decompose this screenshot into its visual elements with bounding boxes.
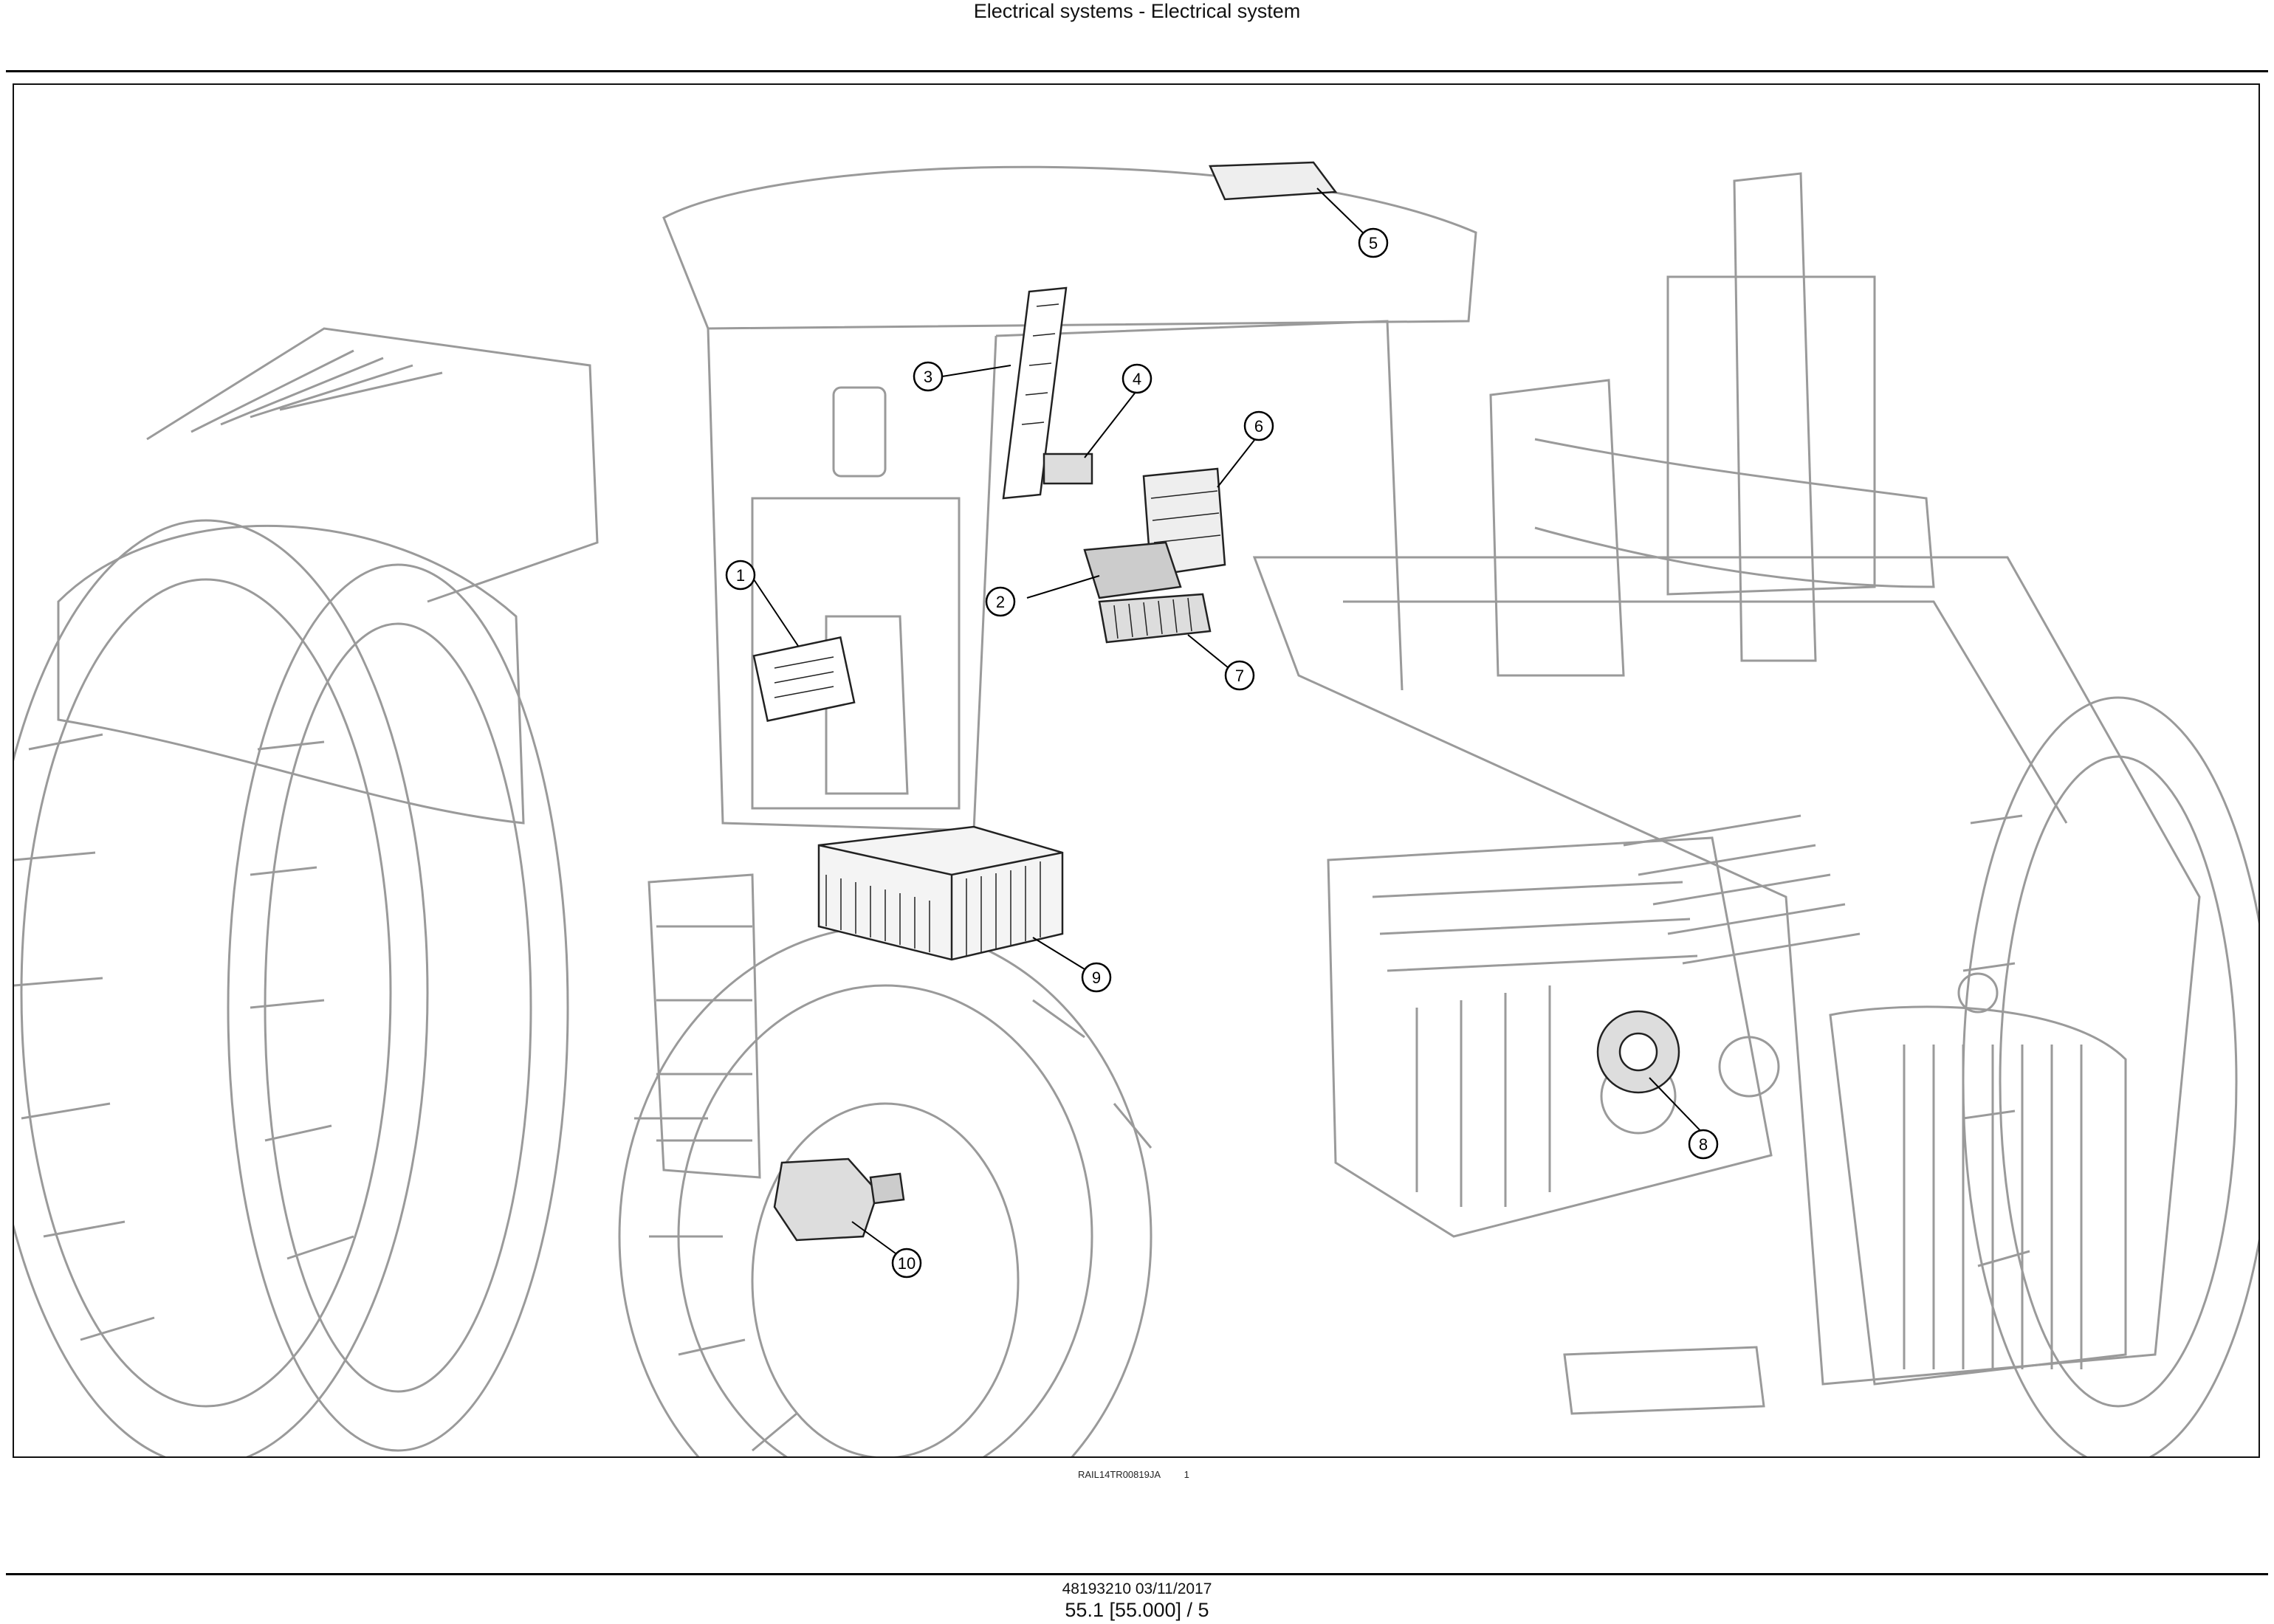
footer-rule <box>6 1573 2268 1575</box>
left-fender <box>57 525 525 825</box>
callout-circle <box>891 1248 922 1279</box>
callout-circle <box>1243 410 1274 441</box>
callout-circle <box>1121 363 1153 394</box>
front-tire-right <box>1962 696 2258 1456</box>
left-tire-outer <box>14 519 429 1456</box>
header-rule <box>6 70 2268 72</box>
cab-steps <box>647 873 761 1179</box>
leader-lines <box>753 187 1708 1260</box>
callout-circle <box>1358 227 1389 258</box>
callout-1: 1 <box>725 560 756 591</box>
callout-label: 1 <box>736 566 745 585</box>
document-reference: 48193210 03/11/2017 <box>1062 1580 1212 1597</box>
image-code: RAIL14TR00819JA <box>1078 1469 1161 1480</box>
exhaust-stack <box>1489 172 1935 677</box>
callout-circle <box>1688 1129 1719 1160</box>
cab-outline <box>662 165 1477 832</box>
callout-3: 3 <box>913 361 944 392</box>
tractor-electrical-illustration: 1 2 3 4 5 6 7 8 <box>13 83 2260 1458</box>
callout-circle <box>1081 962 1112 993</box>
callout-5: 5 <box>1358 227 1389 258</box>
engine-block <box>1327 836 1780 1238</box>
callout-label: 3 <box>924 368 932 386</box>
callout-label: 4 <box>1133 370 1141 388</box>
left-tire-inner <box>227 563 569 1452</box>
electrical-components <box>752 161 1680 1242</box>
battery-pack <box>817 825 1064 961</box>
callout-10: 10 <box>891 1248 922 1279</box>
callout-circle <box>1224 660 1255 691</box>
callout-circle <box>725 560 756 591</box>
callout-7: 7 <box>1224 660 1255 691</box>
callout-label: 2 <box>996 593 1005 611</box>
callout-circle <box>913 361 944 392</box>
page-reference: 55.1 [55.000] / 5 <box>1065 1599 1209 1621</box>
page-title: Electrical systems - Electrical system <box>973 0 1301 22</box>
front-tire-left <box>618 925 1153 1456</box>
callout-circle <box>985 586 1016 617</box>
callout-label: 6 <box>1254 417 1263 436</box>
tractor-line-drawing: 1 2 3 4 5 6 7 8 <box>14 161 2258 1456</box>
callout-label: 7 <box>1235 667 1244 685</box>
callout-label: 8 <box>1699 1135 1708 1154</box>
callout-2: 2 <box>985 586 1016 617</box>
callout-4: 4 <box>1121 363 1153 394</box>
callout-label: 10 <box>898 1254 916 1273</box>
callout-label: 9 <box>1092 968 1101 987</box>
callout-6: 6 <box>1243 410 1274 441</box>
callout-8: 8 <box>1688 1129 1719 1160</box>
callout-9: 9 <box>1081 962 1112 993</box>
engine-hood <box>1252 556 2201 1386</box>
figure-caption: RAIL14TR00819JA 1 <box>1078 1469 1189 1480</box>
figure-number: 1 <box>1184 1469 1189 1480</box>
callout-label: 5 <box>1369 234 1378 252</box>
